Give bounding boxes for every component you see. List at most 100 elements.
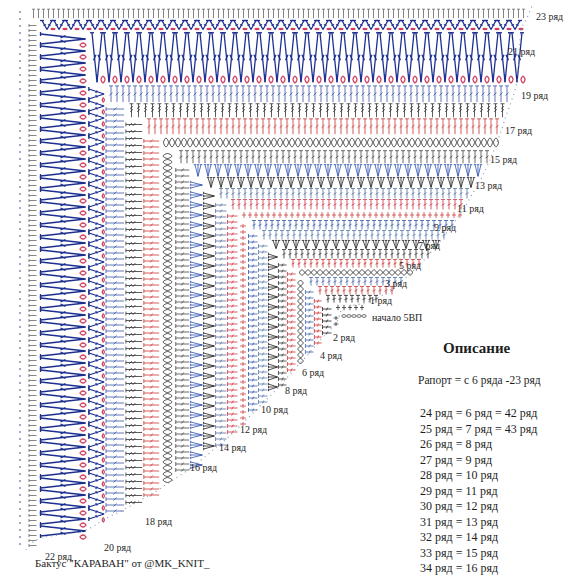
stitch-symbol [458,138,463,147]
stitch-symbol [191,265,203,268]
stitch-symbol [163,196,172,201]
stitch-symbol [356,25,359,26]
stitch-symbol [102,278,104,282]
stitch-symbol [191,242,203,245]
stitch-symbol [102,482,104,486]
stitch-symbol [200,138,205,147]
stitch-symbol [269,297,278,300]
stitch-symbol [164,25,167,26]
stitch-symbol [231,178,234,188]
stitch-symbol [416,138,421,147]
stitch-symbol [441,178,444,188]
stitch-symbol [163,400,172,405]
stitch-symbol [384,25,387,26]
stitch-symbol [163,442,172,447]
stitch-symbol [102,98,104,102]
stitch-symbol [404,138,409,147]
stitch-symbol [411,28,415,29]
stitch-symbol [468,178,471,188]
stitch-symbol [200,25,203,26]
stitch-symbol [338,178,341,188]
stitch-symbol [269,304,278,307]
stitch-symbol [348,165,351,177]
stitch-symbol [191,185,203,188]
stitch-symbol [342,270,347,275]
stitch-symbol [204,403,215,406]
stitch-symbol [408,165,411,177]
stitch-symbol [269,334,278,337]
stitch-symbol [336,270,341,275]
stitch-symbol [243,28,247,29]
stitch-symbol [191,355,203,358]
row-stitches [126,123,142,505]
stitch-symbol [204,333,215,336]
stitch-symbol [410,138,415,147]
stitch-symbol [448,178,451,188]
stitch-symbol [428,178,431,188]
stitch-symbol [521,76,525,83]
stitch-symbol [437,76,441,83]
stitch-symbol [125,76,129,83]
stitch-symbol [333,240,336,248]
stitch-symbol [197,76,201,83]
stitch-symbol [96,25,99,26]
stitch-symbol [298,299,303,304]
stitch-symbol [329,76,333,83]
stitch-symbol [204,326,215,329]
stitch-symbol [111,28,115,29]
stitch-symbol [317,76,321,83]
stitch-symbol [204,356,215,359]
stitch-symbol [92,25,95,26]
stitch-symbol [163,232,172,237]
stitch-symbol [325,165,328,177]
stitch-symbol [288,25,291,26]
stitch-symbol [332,138,337,147]
stitch-symbol [254,138,259,147]
row-stitches [282,250,430,259]
stitch-symbol [464,138,469,147]
stitch-symbol [324,270,329,275]
stitch-symbol [163,268,172,273]
stitch-symbol [102,170,104,174]
stitch-symbol [285,165,288,177]
stitch-symbol [378,165,381,177]
stitch-symbol [204,366,215,369]
stitch-symbol [102,374,104,378]
stitch-symbol [269,374,278,377]
stitch-symbol [204,286,215,289]
stitch-symbol [399,28,403,29]
stitch-symbol [56,25,59,26]
stitch-symbol [240,25,243,26]
stitch-symbol [204,293,215,296]
row-stitches [269,253,278,391]
stitch-symbol [355,165,358,177]
stitch-symbol [451,178,454,188]
stitch-symbol [448,165,451,177]
row-stitches [40,21,523,30]
stitch-symbol [269,384,278,387]
stitch-symbol [219,28,223,29]
stitch-symbol [102,398,104,402]
stitch-symbol [314,138,319,147]
stitch-symbol [102,350,104,354]
stitch-symbol [204,253,215,256]
stitch-symbol [311,178,314,188]
stitch-symbol [318,165,321,177]
stitch-symbol [191,255,203,258]
stitch-symbol [363,28,367,29]
stitch-symbol [330,270,335,275]
stitch-symbol [191,375,203,378]
stitch-symbol [207,28,211,29]
stitch-symbol [102,362,104,366]
stitch-symbol [102,422,104,426]
stitch-symbol [298,347,303,352]
stitch-symbol [404,25,407,26]
row-stitches [164,138,499,147]
stitch-symbol [163,316,172,321]
stitch-symbol [185,76,189,83]
stitch-symbol [191,395,203,398]
stitch-symbol [281,178,284,188]
stitch-symbol [298,359,303,364]
stitch-symbol [212,138,217,147]
stitch-symbol [381,178,384,188]
